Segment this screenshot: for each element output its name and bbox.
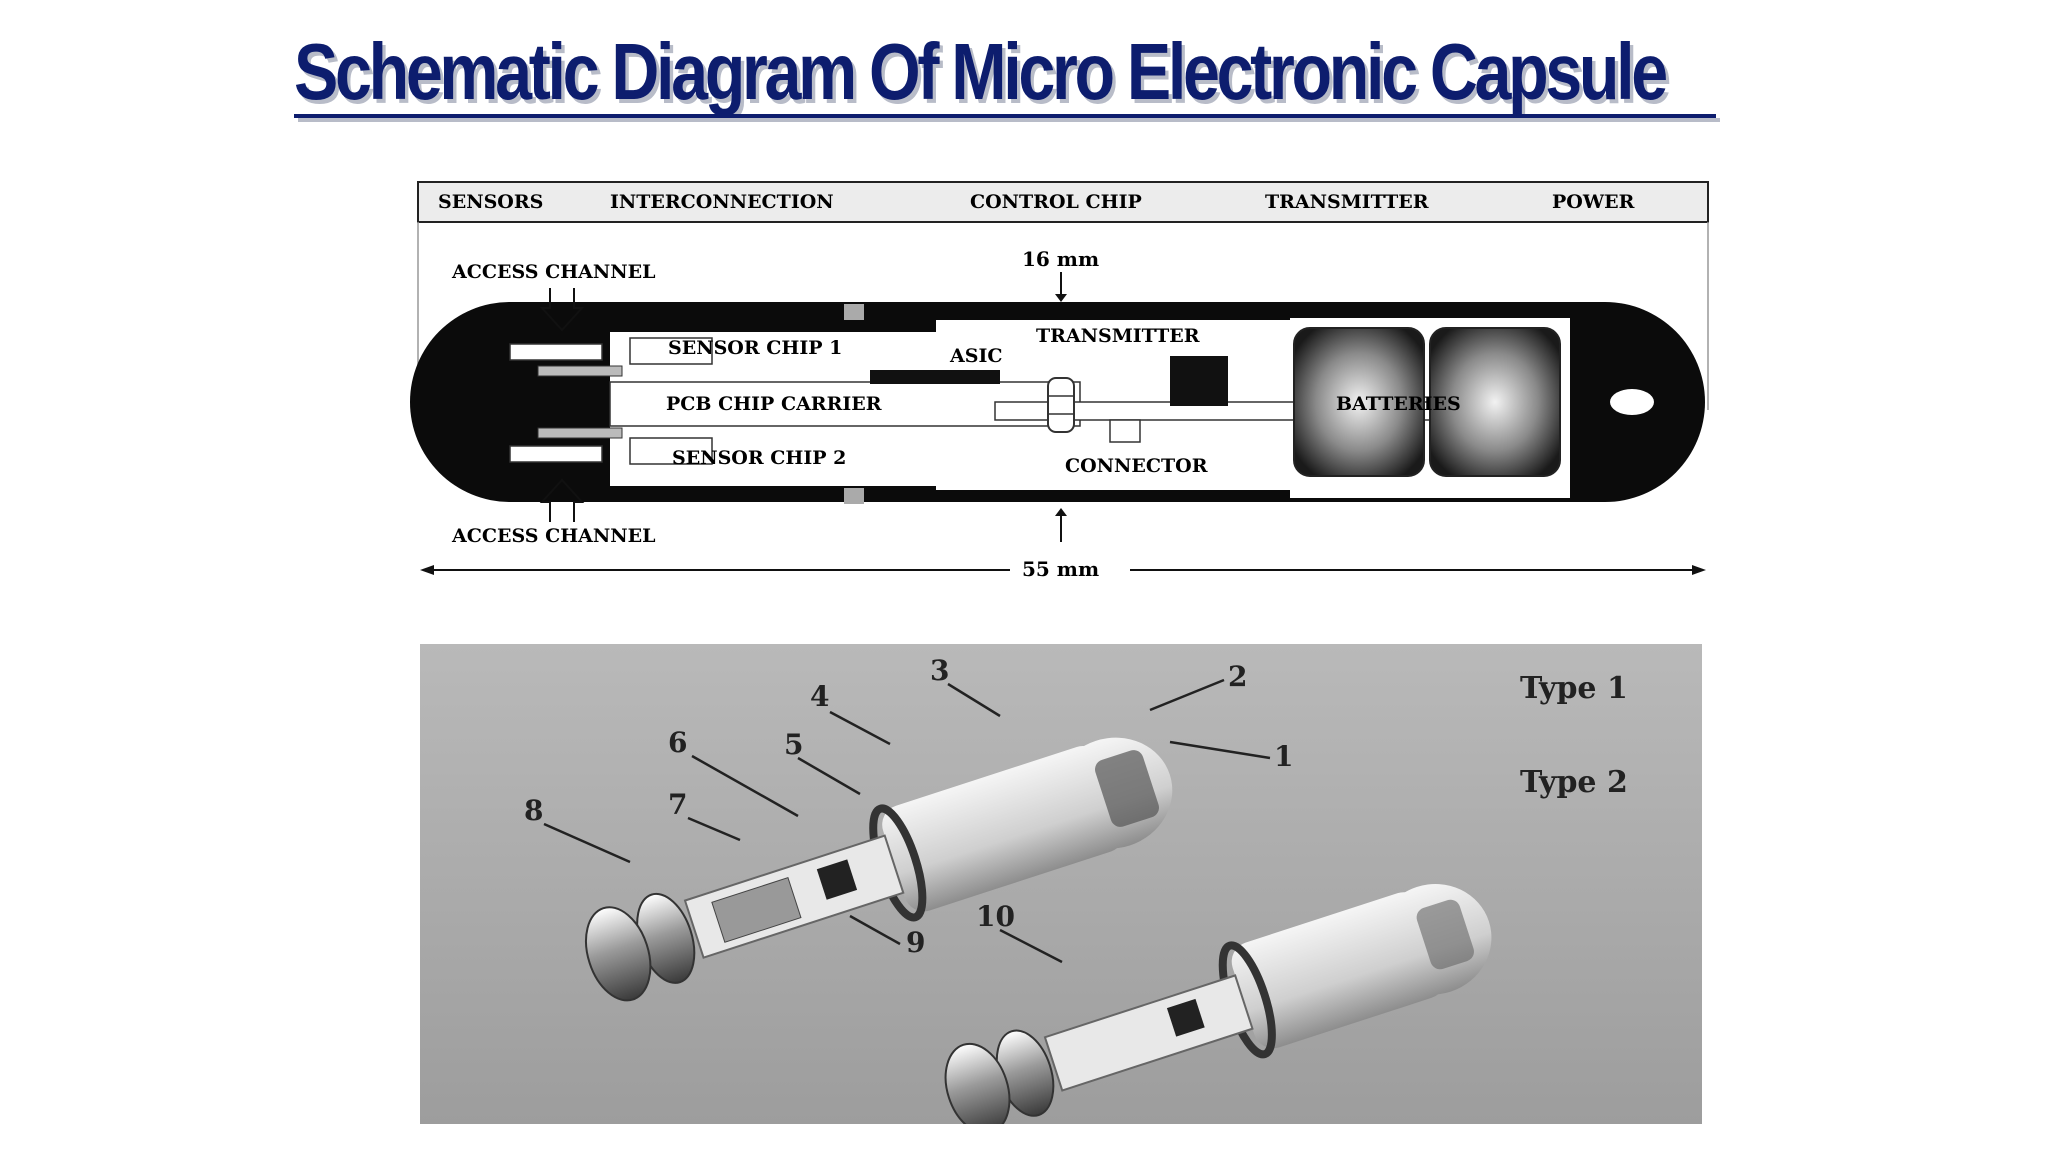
label-connector: CONNECTOR [1065,455,1208,477]
label-asic: ASIC [949,345,1002,367]
header-transmitter: TRANSMITTER [1265,191,1429,213]
access-channel-top [510,344,602,360]
label-sensor-chip-2: SENSOR CHIP 2 [672,447,846,469]
type-1-label: Type 1 [1520,671,1628,706]
header-power: POWER [1552,191,1635,213]
access-channel-bottom [510,446,602,462]
connector-block [1110,420,1140,442]
label-sensor-chip-1: SENSOR CHIP 1 [668,337,842,359]
callout-3: 3 [930,654,949,687]
capsule-hole [1610,389,1654,415]
access-channel-top-2 [538,366,622,376]
header-sensors: SENSORS [438,191,543,213]
callout-4: 4 [810,680,829,713]
bottom-marker [844,488,864,504]
callout-2: 2 [1228,660,1247,693]
callout-8: 8 [524,794,543,827]
label-pcb-carrier: PCB CHIP CARRIER [666,393,882,415]
callout-6: 6 [668,726,687,759]
asic-chip [870,370,1000,384]
capsule-schematic: SENSORS INTERCONNECTION CONTROL CHIP TRA… [410,170,1710,590]
type-2-label: Type 2 [1520,765,1628,800]
callout-9: 9 [906,926,925,959]
capsule-photo: Type 1 Type 2 1 2 3 4 5 6 7 8 9 10 [420,644,1702,1124]
label-transmitter: TRANSMITTER [1036,325,1200,347]
label-access-channel-bottom: ACCESS CHANNEL [451,525,656,547]
top-marker [844,304,864,320]
slide-title: Schematic Diagram Of Micro Electronic Ca… [294,24,1489,120]
callout-5: 5 [784,728,803,761]
header-interconnection: INTERCONNECTION [610,191,834,213]
connector [1048,378,1074,432]
callout-1: 1 [1274,740,1293,773]
label-diameter: 16 mm [1022,247,1099,271]
label-batteries: BATTERIES [1336,393,1461,415]
callout-10: 10 [976,900,1015,933]
label-length: 55 mm [1022,557,1099,581]
transmitter-chip [1170,356,1228,406]
label-access-channel-top: ACCESS CHANNEL [451,261,656,283]
access-channel-bottom-2 [538,428,622,438]
title-underline [294,114,1716,118]
header-control-chip: CONTROL CHIP [970,191,1142,213]
callout-7: 7 [668,788,687,821]
